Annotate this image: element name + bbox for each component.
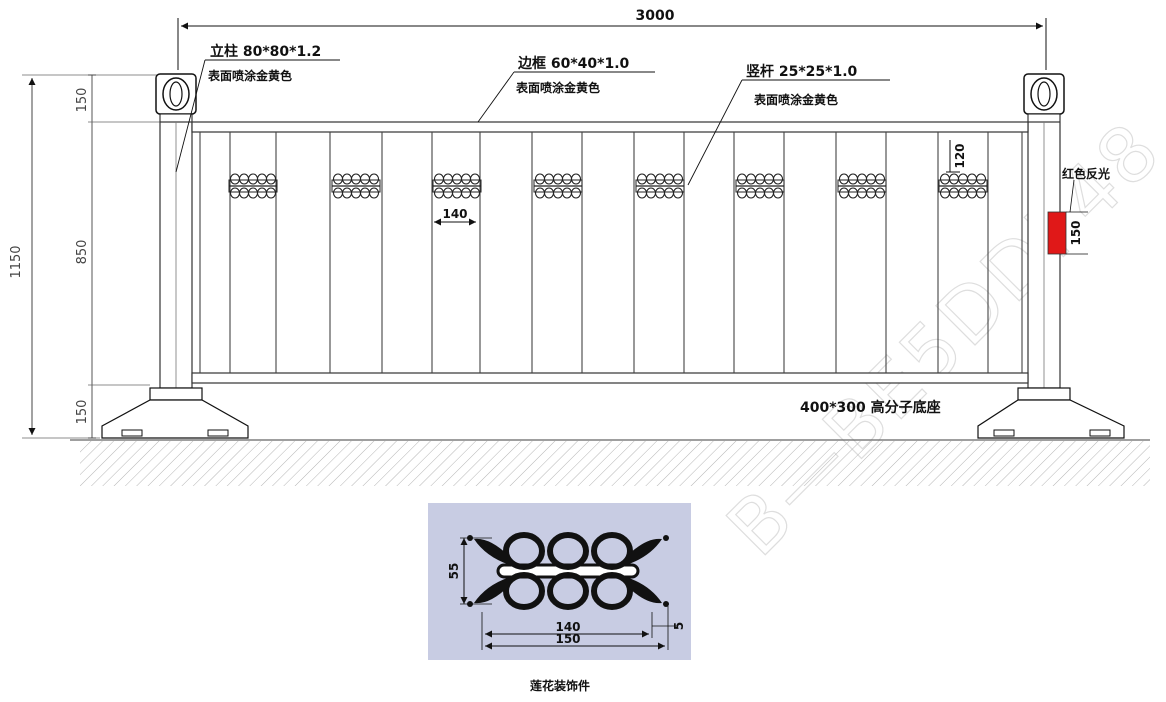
- lotus-ornament: [635, 173, 685, 199]
- lotus-ornament: [331, 173, 381, 199]
- post-callout: 立柱 80*80*1.2 表面喷涂金黄色: [175, 43, 340, 173]
- total-height-dimension: 1150: [9, 74, 160, 439]
- lotus-ornaments: [228, 173, 988, 199]
- base-spec-label: 400*300 高分子底座: [800, 399, 941, 416]
- detail-caption: 莲花装饰件: [530, 678, 590, 693]
- lotus-ornament: [533, 173, 583, 199]
- lotus-ornament: [735, 173, 785, 199]
- post-spec-label: 立柱 80*80*1.2: [210, 43, 321, 60]
- post-finish-label: 表面喷涂金黄色: [207, 68, 292, 83]
- lotus-ornament: [432, 173, 482, 199]
- lotus-ornament: [938, 173, 988, 199]
- left-base: [101, 387, 249, 439]
- lotus-ornament-detail: [467, 532, 669, 610]
- bar-callout: 竖杆 25*25*1.0 表面喷涂金黄色: [687, 63, 890, 186]
- bar-spacing-dimension: 140: [434, 207, 476, 226]
- bottom-section-height: 150: [75, 400, 90, 425]
- detail-thickness-value: 5: [672, 622, 686, 630]
- reflector-label: 红色反光: [1062, 166, 1110, 181]
- frame-spec-label: 边框 60*40*1.0: [517, 55, 630, 72]
- section-dimensions: 150 850 150: [75, 74, 175, 439]
- overall-width-dimension: 3000: [177, 8, 1047, 70]
- bar-spacing-value: 140: [442, 207, 467, 221]
- middle-section-height: 850: [75, 240, 90, 265]
- red-reflector: 150 红色反光: [1047, 166, 1110, 255]
- right-base: [977, 387, 1125, 439]
- frame-finish-label: 表面喷涂金黄色: [515, 80, 600, 95]
- overall-width-value: 3000: [636, 8, 675, 24]
- total-height-value: 1150: [9, 245, 24, 278]
- frame-rails: [191, 121, 1029, 384]
- detail-outer-width-value: 150: [555, 632, 580, 646]
- detail-height-value: 55: [447, 563, 461, 580]
- frame-callout: 边框 60*40*1.0 表面喷涂金黄色: [477, 55, 655, 123]
- ornament-height-dimension: 120: [946, 140, 967, 173]
- bar-spec-label: 竖杆 25*25*1.0: [746, 63, 858, 80]
- bar-finish-label: 表面喷涂金黄色: [753, 92, 838, 107]
- lotus-detail-panel: 55 140 150 5: [428, 503, 691, 660]
- top-section-height: 150: [75, 88, 90, 113]
- lotus-ornament: [837, 173, 887, 199]
- ornament-height-value: 120: [953, 143, 967, 168]
- right-post: [1023, 73, 1065, 389]
- ground: [70, 439, 1150, 486]
- lotus-ornament: [228, 173, 278, 199]
- left-post: [155, 73, 197, 389]
- detail-inner-width-value: 140: [555, 620, 580, 634]
- reflector-dim-value: 150: [1069, 220, 1083, 245]
- vertical-bars: [199, 132, 1023, 373]
